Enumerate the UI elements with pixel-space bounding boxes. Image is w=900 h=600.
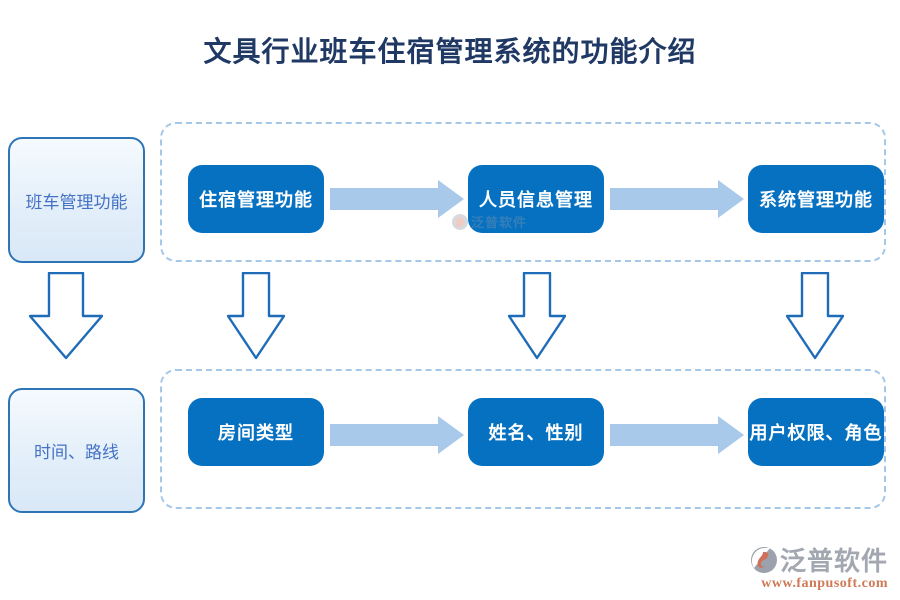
- down-arrow-icon: [786, 272, 844, 360]
- right-arrow-icon: [610, 179, 744, 219]
- watermark-text: 泛普软件: [471, 215, 528, 230]
- group-functions: [160, 122, 886, 262]
- node-label: 房间类型: [218, 423, 294, 443]
- right-arrow-icon: [330, 179, 464, 219]
- vendor-url: www.fanpusoft.com: [761, 576, 888, 591]
- down-arrow-icon: [29, 272, 103, 360]
- node-time-route: 时间、路线: [8, 388, 145, 513]
- node-label: 系统管理功能: [759, 190, 873, 210]
- down-arrow-icon: [508, 272, 566, 360]
- node-room-type: 房间类型: [188, 398, 324, 466]
- group-details: [160, 369, 886, 509]
- node-label: 时间、路线: [34, 443, 119, 462]
- node-label: 班车管理功能: [25, 192, 128, 212]
- vendor-name: 泛普软件: [779, 546, 888, 576]
- node-label: 姓名、性别: [488, 423, 584, 443]
- node-personnel-info: 人员信息管理: [468, 165, 604, 233]
- right-arrow-icon: [330, 415, 464, 455]
- watermark: 泛普软件: [452, 212, 527, 231]
- right-arrow-icon: [610, 415, 744, 455]
- down-arrow-icon: [227, 272, 285, 360]
- node-user-permissions-roles: 用户权限、角色: [748, 398, 884, 466]
- vendor-logo: 泛普软件 www.fanpusoft.com: [738, 541, 888, 592]
- node-label: 用户权限、角色: [749, 423, 883, 443]
- node-bus-management: 班车管理功能: [8, 137, 145, 263]
- node-accommodation-management: 住宿管理功能: [188, 165, 324, 233]
- node-system-management: 系统管理功能: [748, 165, 884, 233]
- watermark-logo-icon: [452, 213, 468, 230]
- node-name-gender: 姓名、性别: [468, 398, 604, 466]
- node-label: 人员信息管理: [479, 190, 593, 210]
- node-label: 住宿管理功能: [199, 190, 313, 210]
- page-title: 文具行业班车住宿管理系统的功能介绍: [203, 37, 697, 68]
- vendor-logo-icon: [750, 546, 777, 573]
